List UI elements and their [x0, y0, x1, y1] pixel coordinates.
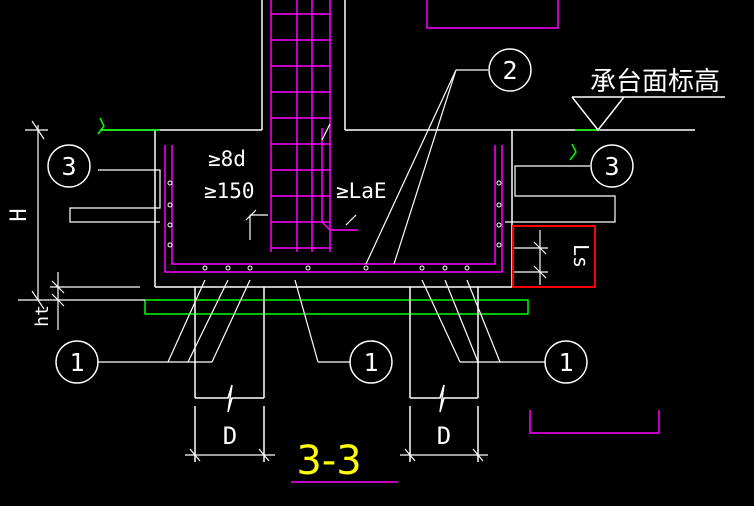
dim-ht-label: ht — [32, 305, 53, 327]
column-rebar-cage — [270, 0, 358, 252]
upper-column-box — [426, 0, 559, 29]
anchor-150-label: ≥150 — [204, 179, 255, 203]
callout-circle-3-right — [590, 144, 634, 188]
callout-circle-2 — [488, 48, 532, 92]
callout-circle-1-left — [55, 340, 99, 384]
dim-d-right-label: D — [437, 422, 451, 450]
anchor-8d-label: ≥8d — [208, 147, 246, 171]
ls-highlight-box — [512, 225, 596, 288]
column-outline — [100, 0, 695, 131]
callout-3-left-label: 3 — [61, 152, 76, 181]
dim-d-left-label: D — [223, 422, 237, 450]
callout-2-label: 2 — [502, 56, 517, 85]
callout-circle-3-left — [47, 144, 91, 188]
callout-circle-1-mid — [349, 340, 393, 384]
dim-ls-label: Ls — [569, 244, 593, 268]
rebar-dots — [167, 180, 502, 271]
dim-h-label: H — [7, 208, 32, 221]
misc-marks — [291, 410, 660, 483]
pile-rebar-lines — [167, 279, 501, 363]
elevation-marker — [571, 96, 725, 132]
section-title: 3-3 — [296, 438, 361, 484]
pile-left — [194, 287, 265, 462]
dimension-lines — [18, 120, 548, 462]
pile-right — [409, 287, 479, 462]
callout-1-left-label: 1 — [69, 348, 84, 377]
cushion-layer — [144, 299, 529, 315]
callout-1-mid-label: 1 — [363, 348, 378, 377]
callout-circles — [47, 48, 634, 384]
callout-3-right-label: 3 — [604, 152, 619, 181]
anchor-lae-label: ≥LaE — [336, 179, 387, 203]
leader-lines — [69, 69, 616, 363]
cap-elevation-label: 承台面标高 — [590, 67, 720, 97]
green-marks — [97, 117, 600, 161]
callout-1-right-label: 1 — [558, 348, 573, 377]
callout-circle-1-right — [544, 340, 588, 384]
